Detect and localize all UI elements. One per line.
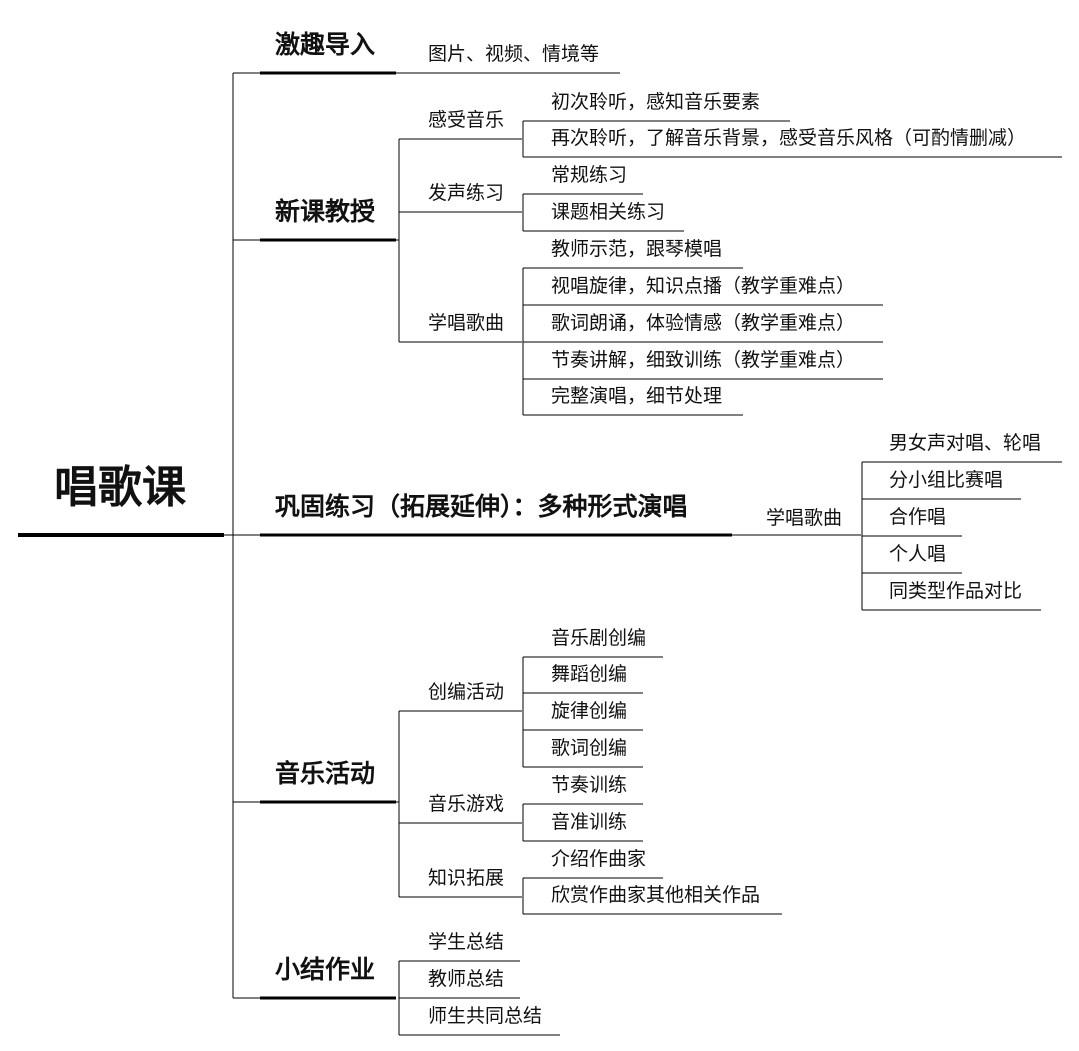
item-label: 同类型作品对比 bbox=[889, 580, 1023, 602]
item-label: 教师示范，跟琴模唱 bbox=[551, 238, 723, 260]
item-label: 分小组比赛唱 bbox=[889, 469, 1004, 491]
item-label: 常规练习 bbox=[551, 164, 628, 186]
group-label: 音乐游戏 bbox=[428, 793, 505, 815]
leaf-label: 学生总结 bbox=[428, 931, 505, 953]
item-label: 音准训练 bbox=[551, 811, 628, 833]
item-label: 合作唱 bbox=[889, 506, 947, 528]
branch-label: 小结作业 bbox=[275, 955, 376, 984]
item-label: 舞蹈创编 bbox=[551, 663, 628, 685]
leaf-label: 教师总结 bbox=[428, 968, 505, 990]
item-label: 课题相关练习 bbox=[551, 201, 666, 223]
group-label: 学唱歌曲 bbox=[766, 507, 843, 529]
group-label: 知识拓展 bbox=[428, 867, 505, 889]
leaf-label: 图片、视频、情境等 bbox=[428, 43, 600, 65]
leaf-label: 师生共同总结 bbox=[428, 1005, 543, 1027]
item-label: 音乐剧创编 bbox=[551, 627, 647, 649]
item-label: 完整演唱，细节处理 bbox=[551, 385, 723, 407]
branch-label: 新课教授 bbox=[275, 197, 376, 226]
item-label: 视唱旋律，知识点播（教学重难点） bbox=[551, 275, 856, 297]
item-label: 介绍作曲家 bbox=[551, 848, 647, 870]
item-label: 再次聆听，了解音乐背景，感受音乐风格（可酌情删减） bbox=[551, 127, 1027, 149]
item-label: 初次聆听，感知音乐要素 bbox=[551, 91, 761, 113]
item-label: 旋律创编 bbox=[551, 700, 628, 722]
item-label: 歌词朗诵，体验情感（教学重难点） bbox=[551, 312, 856, 334]
item-label: 节奏训练 bbox=[551, 774, 628, 796]
group-label: 学唱歌曲 bbox=[428, 312, 505, 334]
item-label: 男女声对唱、轮唱 bbox=[889, 432, 1042, 454]
group-label: 发声练习 bbox=[428, 182, 505, 204]
item-label: 节奏讲解，细致训练（教学重难点） bbox=[551, 349, 856, 371]
branch-label: 音乐活动 bbox=[275, 759, 376, 788]
branch-label: 激趣导入 bbox=[275, 30, 376, 59]
group-label: 创编活动 bbox=[428, 681, 505, 703]
item-label: 个人唱 bbox=[889, 543, 947, 565]
root-title: 唱歌课 bbox=[54, 462, 186, 513]
item-label: 欣赏作曲家其他相关作品 bbox=[551, 884, 761, 906]
branch-label: 巩固练习（拓展延伸）：多种形式演唱 bbox=[275, 492, 688, 521]
group-label: 感受音乐 bbox=[428, 109, 505, 131]
item-label: 歌词创编 bbox=[551, 737, 628, 759]
